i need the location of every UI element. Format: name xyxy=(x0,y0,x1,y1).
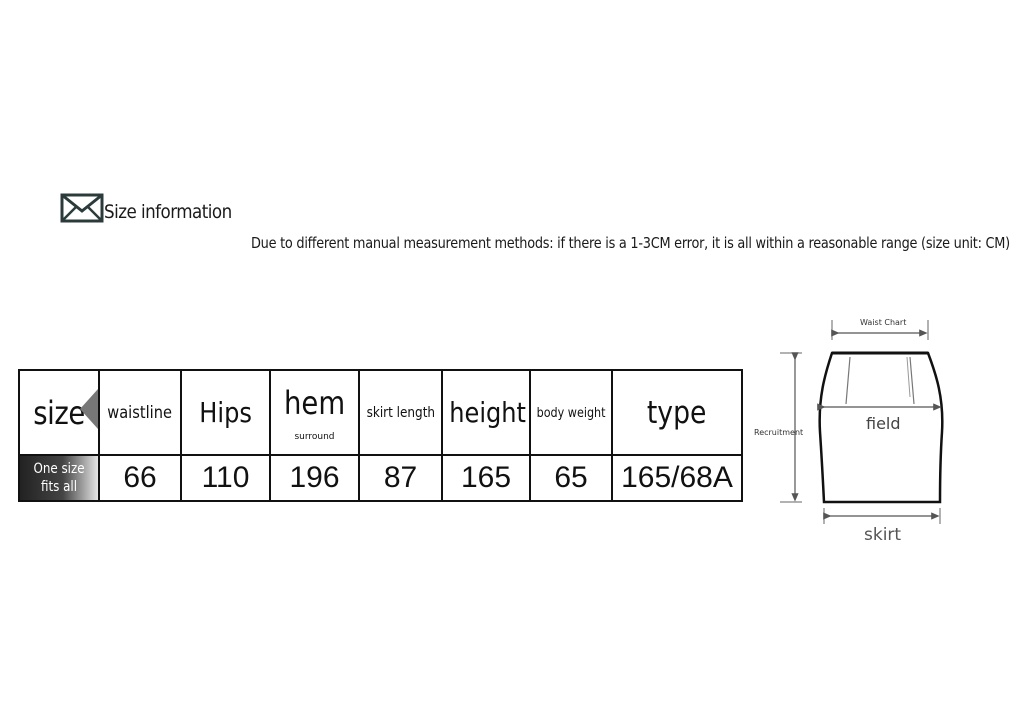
skirt-label: skirt xyxy=(864,525,902,545)
recruitment-label: Recruitment xyxy=(754,428,804,437)
header-type-label: type xyxy=(647,394,707,431)
header-type: type xyxy=(611,369,743,456)
header-waistline: waistline xyxy=(98,369,182,456)
value-height-text: 165 xyxy=(460,461,512,494)
header-hem: hem surround xyxy=(269,369,360,456)
header-height-label: height xyxy=(449,396,527,429)
header-hips-label: Hips xyxy=(199,396,252,429)
envelope-icon xyxy=(60,193,104,223)
header-size: size xyxy=(18,369,100,456)
header-hem-label: hem xyxy=(283,383,346,422)
header-hem-sublabel: surround xyxy=(294,431,335,442)
value-type-text: 165/68A xyxy=(621,461,733,494)
value-body-weight: 65 xyxy=(529,454,613,502)
skirt-diagram: Waist Chart field Recruitment skirt xyxy=(750,312,1020,552)
value-skirt-length-text: 87 xyxy=(383,461,418,494)
value-body-weight-text: 65 xyxy=(554,461,588,494)
field-label: field xyxy=(866,414,901,433)
value-hips: 110 xyxy=(180,454,271,502)
value-hem: 196 xyxy=(269,454,360,502)
table-row: One size fits all 66 110 196 87 165 65 1… xyxy=(18,454,743,502)
measurement-note: Due to different manual measurement meth… xyxy=(251,234,1010,252)
value-hips-text: 110 xyxy=(201,461,250,494)
size-one-size-cell: One size fits all xyxy=(18,454,100,502)
corner-triangle-decoration xyxy=(80,389,97,429)
header-hips: Hips xyxy=(180,369,271,456)
value-hem-text: 196 xyxy=(289,461,340,494)
size-line-1: One size xyxy=(33,461,85,477)
header-skirt-length-label: skirt length xyxy=(366,404,435,421)
header-size-label: size xyxy=(33,393,85,432)
size-info-header: Size information xyxy=(60,192,249,224)
value-waistline-text: 66 xyxy=(123,461,157,494)
size-table: size waistline Hips hem surround skirt l… xyxy=(18,369,743,502)
size-line-2: fits all xyxy=(40,479,78,495)
waist-chart-label: Waist Chart xyxy=(860,318,907,327)
header-skirt-length: skirt length xyxy=(358,369,443,456)
header-body-weight: body weight xyxy=(529,369,613,456)
header-body-weight-label: body weight xyxy=(536,405,606,421)
page-title: Size information xyxy=(104,201,232,223)
value-height: 165 xyxy=(441,454,531,502)
header-height: height xyxy=(441,369,531,456)
value-type: 165/68A xyxy=(611,454,743,502)
skirt-outline-drawing xyxy=(780,320,944,524)
value-skirt-length: 87 xyxy=(358,454,443,502)
table-header-row: size waistline Hips hem surround skirt l… xyxy=(18,369,743,456)
header-waistline-label: waistline xyxy=(107,402,173,423)
value-waistline: 66 xyxy=(98,454,182,502)
